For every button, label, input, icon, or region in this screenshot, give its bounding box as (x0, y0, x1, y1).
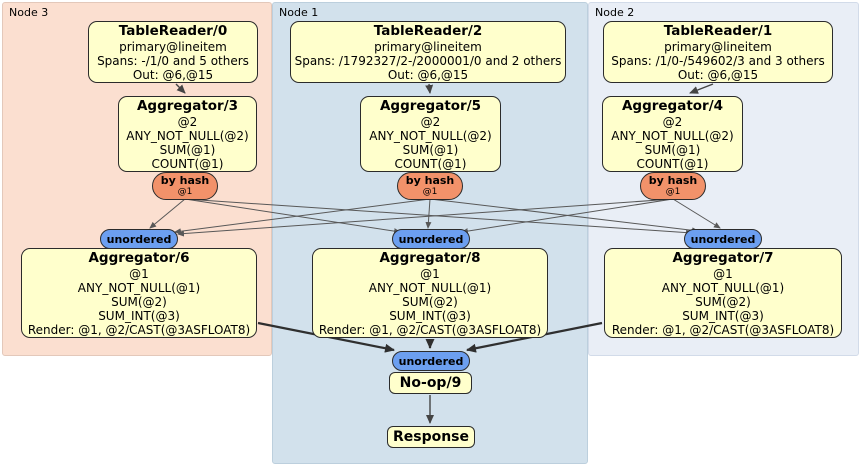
region-label: Node 3 (9, 6, 49, 19)
router-detail: @1 (177, 187, 193, 197)
processor-aggregator-3: Aggregator/3 @2 ANY_NOT_NULL(@2) SUM(@1)… (118, 96, 257, 172)
processor-line: Out: @6,@15 (677, 67, 759, 82)
processor-title: Aggregator/5 (379, 97, 482, 114)
processor-line: SUM(@1) (402, 142, 459, 157)
router-label: by hash (405, 174, 455, 187)
sync-unordered: unordered (684, 229, 762, 249)
processor-line: @1 (713, 266, 733, 281)
processor-line: @2 (420, 114, 441, 129)
processor-aggregator-7: Aggregator/7 @1 ANY_NOT_NULL(@1) SUM(@2)… (604, 248, 842, 338)
processor-line: Render: @1, @2/CAST(@3ASFLOAT8) (27, 322, 251, 337)
processor-line: COUNT(@1) (151, 156, 224, 171)
sync-label: unordered (398, 354, 464, 368)
router-by-hash: by hash @1 (397, 172, 463, 200)
processor-line: Spans: -/1/0 and 5 others (97, 53, 249, 68)
processor-line: Out: @6,@15 (132, 67, 214, 82)
router-label: by hash (160, 174, 210, 187)
sync-unordered: unordered (392, 229, 470, 249)
processor-line: @2 (177, 114, 198, 129)
processor-line: Render: @1, @2/CAST(@3ASFLOAT8) (611, 322, 835, 337)
region-label: Node 2 (595, 6, 635, 19)
processor-line: primary@lineitem (119, 39, 227, 54)
processor-line: Spans: /1/0-/549602/3 and 3 others (611, 53, 825, 68)
processor-line: ANY_NOT_NULL(@2) (126, 128, 249, 143)
processor-title: Aggregator/6 (88, 249, 190, 266)
processor-line: ANY_NOT_NULL(@1) (368, 280, 492, 295)
sync-unordered: unordered (100, 229, 178, 249)
sync-label: unordered (106, 232, 172, 246)
processor-line: SUM(@2) (111, 294, 167, 309)
processor-title: TableReader/0 (118, 22, 228, 39)
processor-line: @2 (662, 114, 683, 129)
processor-title: TableReader/1 (663, 22, 773, 39)
processor-line: SUM(@1) (159, 142, 216, 157)
processor-line: SUM(@2) (402, 294, 458, 309)
processor-line: Render: @1, @2/CAST(@3ASFLOAT8) (318, 322, 542, 337)
processor-line: primary@lineitem (664, 39, 772, 54)
processor-response: Response (387, 426, 475, 448)
router-detail: @1 (422, 187, 438, 197)
processor-title: Response (392, 429, 470, 445)
processor-line: SUM(@1) (644, 142, 701, 157)
processor-noop-9: No-op/9 (389, 372, 472, 394)
processor-line: COUNT(@1) (394, 156, 467, 171)
processor-tablereader-2: TableReader/2 primary@lineitem Spans: /1… (290, 21, 566, 83)
processor-line: @1 (129, 266, 149, 281)
processor-line: @1 (420, 266, 440, 281)
processor-title: No-op/9 (399, 375, 462, 391)
processor-title: Aggregator/3 (136, 97, 239, 114)
processor-line: COUNT(@1) (636, 156, 709, 171)
sync-unordered: unordered (392, 351, 470, 371)
router-detail: @1 (665, 187, 681, 197)
processor-aggregator-4: Aggregator/4 @2 ANY_NOT_NULL(@2) SUM(@1)… (602, 96, 743, 172)
processor-line: primary@lineitem (374, 39, 482, 54)
processor-line: ANY_NOT_NULL(@2) (611, 128, 734, 143)
processor-line: ANY_NOT_NULL(@1) (77, 280, 201, 295)
processor-aggregator-8: Aggregator/8 @1 ANY_NOT_NULL(@1) SUM(@2)… (312, 248, 548, 338)
region-label: Node 1 (279, 6, 319, 19)
processor-title: Aggregator/7 (672, 249, 774, 266)
processor-line: SUM_INT(@3) (98, 308, 180, 323)
router-by-hash: by hash @1 (152, 172, 218, 200)
processor-line: ANY_NOT_NULL(@1) (661, 280, 785, 295)
processor-aggregator-6: Aggregator/6 @1 ANY_NOT_NULL(@1) SUM(@2)… (21, 248, 257, 338)
processor-title: Aggregator/8 (379, 249, 481, 266)
router-label: by hash (648, 174, 698, 187)
processor-line: SUM_INT(@3) (389, 308, 471, 323)
processor-line: SUM(@2) (695, 294, 751, 309)
processor-title: TableReader/2 (373, 22, 483, 39)
processor-line: Spans: /1792327/2-/2000001/0 and 2 other… (294, 53, 562, 68)
processor-line: ANY_NOT_NULL(@2) (369, 128, 492, 143)
sync-label: unordered (398, 232, 464, 246)
processor-line: SUM_INT(@3) (682, 308, 764, 323)
sync-label: unordered (690, 232, 756, 246)
processor-tablereader-0: TableReader/0 primary@lineitem Spans: -/… (88, 21, 258, 83)
processor-aggregator-5: Aggregator/5 @2 ANY_NOT_NULL(@2) SUM(@1)… (360, 96, 501, 172)
processor-line: Out: @6,@15 (387, 67, 469, 82)
processor-title: Aggregator/4 (621, 97, 724, 114)
processor-tablereader-1: TableReader/1 primary@lineitem Spans: /1… (603, 21, 833, 83)
router-by-hash: by hash @1 (640, 172, 706, 200)
